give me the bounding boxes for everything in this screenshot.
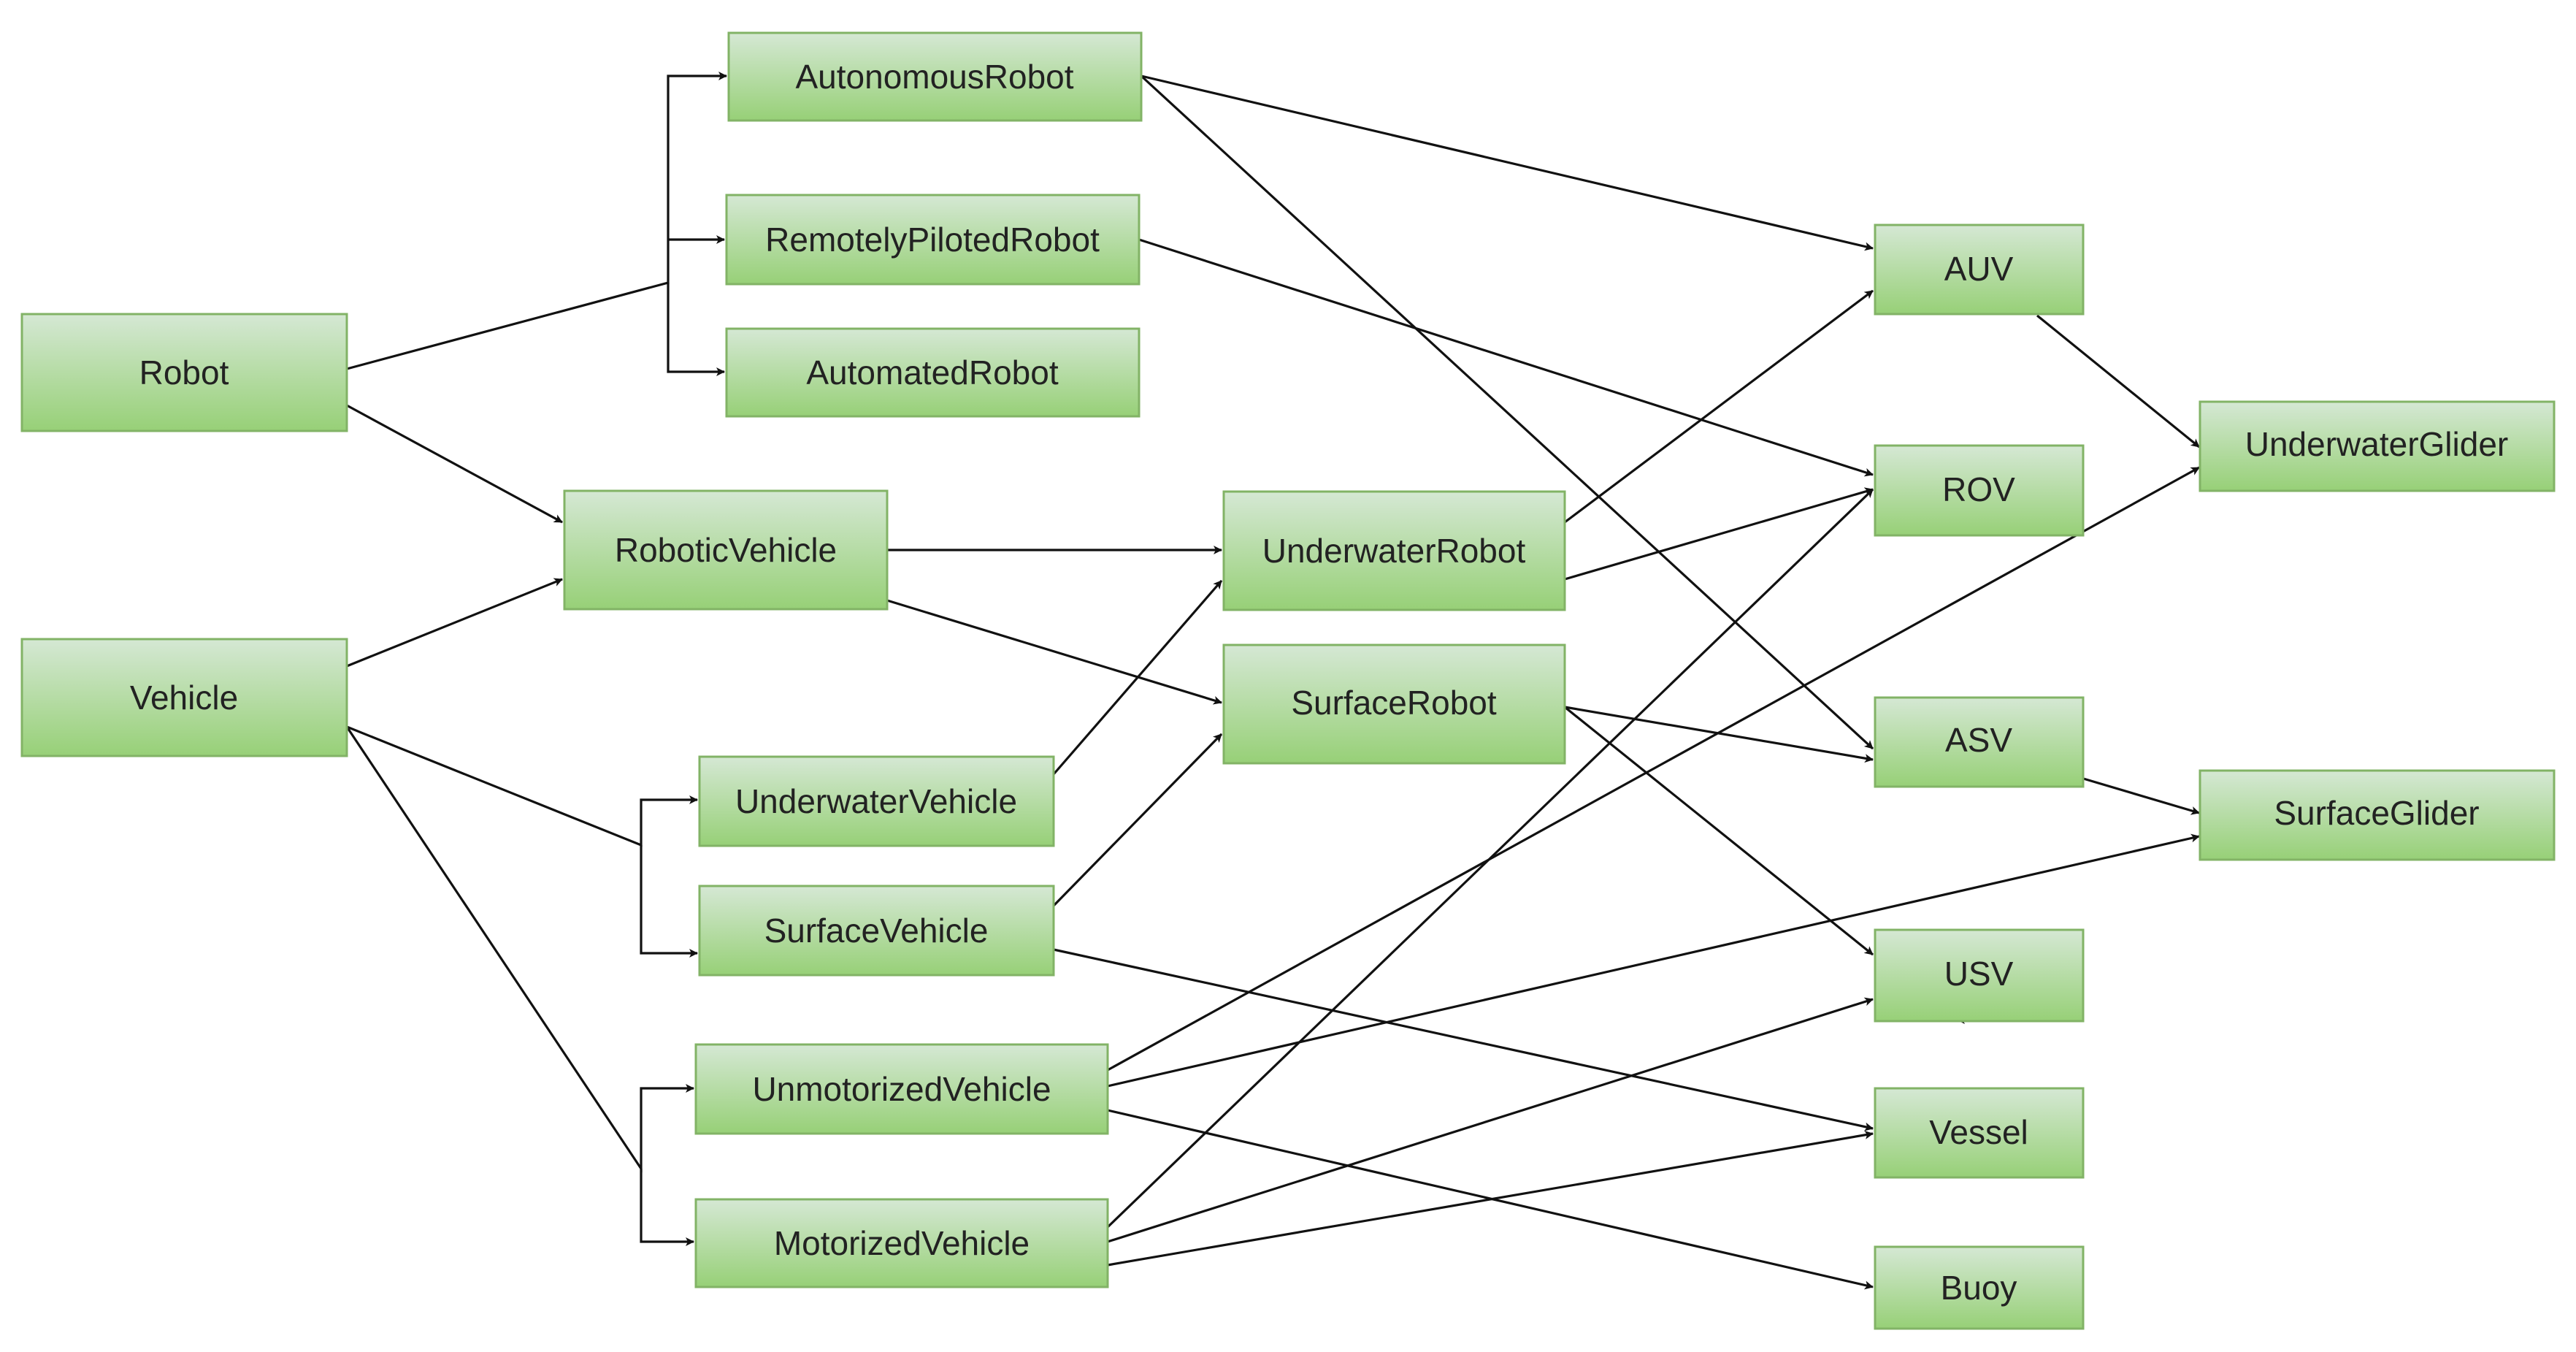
node-label-surface-glider: SurfaceGlider	[2274, 794, 2479, 832]
node-robot[interactable]: Robot	[20, 313, 348, 432]
node-rov[interactable]: ROV	[1874, 444, 2085, 537]
edge-vehicle-surface-vehicle	[640, 845, 698, 958]
node-label-automated-robot: AutomatedRobot	[806, 354, 1058, 392]
node-label-surface-vehicle: SurfaceVehicle	[764, 912, 989, 950]
node-label-auv: AUV	[1944, 250, 2014, 288]
node-label-robot: Robot	[139, 354, 229, 392]
node-label-asv: ASV	[1945, 721, 2012, 759]
edge-surface-vehicle-vessel	[1053, 948, 1874, 1131]
edge-robot-automated-robot	[667, 283, 725, 376]
node-usv[interactable]: USV	[1874, 928, 2085, 1023]
node-underwater-robot[interactable]: UnderwaterRobot	[1222, 490, 1566, 611]
edge-motorized-vehicle-vessel	[1107, 1130, 1874, 1267]
node-label-robotic-vehicle: RoboticVehicle	[615, 531, 837, 569]
edge-robot-autonomous-robot	[346, 72, 727, 370]
node-vehicle[interactable]: Vehicle	[20, 638, 348, 757]
edge-auv-underwater-glider	[2036, 314, 2201, 448]
edge-surface-robot-usv	[1563, 706, 1874, 956]
node-remotely-piloted-robot[interactable]: RemotelyPilotedRobot	[725, 194, 1141, 286]
node-label-underwater-vehicle: UnderwaterVehicle	[735, 782, 1017, 820]
node-automated-robot[interactable]: AutomatedRobot	[725, 327, 1141, 418]
node-surface-vehicle[interactable]: SurfaceVehicle	[698, 885, 1055, 977]
edge-asv-surface-glider	[2080, 776, 2200, 815]
node-autonomous-robot[interactable]: AutonomousRobot	[727, 31, 1143, 122]
edge-vehicle-motorized-vehicle	[640, 1169, 694, 1246]
node-label-buoy: Buoy	[1941, 1269, 2017, 1307]
node-label-vehicle: Vehicle	[130, 679, 238, 717]
node-vessel[interactable]: Vessel	[1874, 1087, 2085, 1179]
edge-vehicle-underwater-vehicle	[346, 725, 698, 847]
edge-underwater-vehicle-underwater-robot	[1052, 579, 1223, 776]
node-label-underwater-robot: UnderwaterRobot	[1262, 532, 1526, 570]
node-auv[interactable]: AUV	[1874, 224, 2085, 316]
edge-autonomous-robot-asv	[1140, 75, 1874, 750]
node-underwater-vehicle[interactable]: UnderwaterVehicle	[698, 755, 1055, 847]
edge-motorized-vehicle-usv	[1107, 997, 1874, 1243]
edge-vehicle-robotic-vehicle	[346, 578, 563, 668]
edge-remotely-piloted-robot-rov	[1138, 238, 1874, 477]
node-label-usv: USV	[1944, 955, 2014, 993]
node-label-surface-robot: SurfaceRobot	[1291, 684, 1496, 722]
node-label-vessel: Vessel	[1929, 1113, 2028, 1151]
node-robotic-vehicle[interactable]: RoboticVehicle	[563, 489, 889, 611]
node-label-unmotorized-vehicle: UnmotorizedVehicle	[752, 1070, 1051, 1108]
edge-underwater-robot-rov	[1564, 487, 1874, 581]
node-motorized-vehicle[interactable]: MotorizedVehicle	[694, 1198, 1109, 1288]
node-label-motorized-vehicle: MotorizedVehicle	[774, 1224, 1030, 1262]
edge-robotic-vehicle-surface-robot	[886, 599, 1222, 705]
node-unmotorized-vehicle[interactable]: UnmotorizedVehicle	[694, 1043, 1109, 1135]
node-surface-glider[interactable]: SurfaceGlider	[2199, 769, 2556, 861]
edge-underwater-robot-auv	[1564, 289, 1874, 524]
edge-autonomous-robot-auv	[1141, 75, 1874, 251]
edge-unmotorized-vehicle-underwater-glider	[1107, 466, 2200, 1072]
node-underwater-glider[interactable]: UnderwaterGlider	[2199, 400, 2556, 492]
node-label-rov: ROV	[1942, 470, 2015, 508]
edge-motorized-vehicle-rov	[1106, 488, 1874, 1229]
node-asv[interactable]: ASV	[1874, 696, 2085, 788]
nodes: Robot Vehicle AutonomousRobot RemotelyPi…	[20, 31, 2556, 1330]
edges	[345, 72, 2201, 1290]
edge-surface-vehicle-surface-robot	[1052, 733, 1223, 907]
node-label-remotely-piloted-robot: RemotelyPilotedRobot	[765, 221, 1100, 259]
edge-unmotorized-vehicle-surface-glider	[1107, 833, 2200, 1088]
edge-robot-robotic-vehicle	[346, 404, 563, 524]
node-surface-robot[interactable]: SurfaceRobot	[1222, 643, 1566, 765]
edge-vehicle-unmotorized-vehicle	[345, 726, 694, 1173]
node-label-underwater-glider: UnderwaterGlider	[2245, 425, 2508, 463]
node-buoy[interactable]: Buoy	[1874, 1245, 2085, 1330]
node-label-autonomous-robot: AutonomousRobot	[795, 58, 1073, 96]
